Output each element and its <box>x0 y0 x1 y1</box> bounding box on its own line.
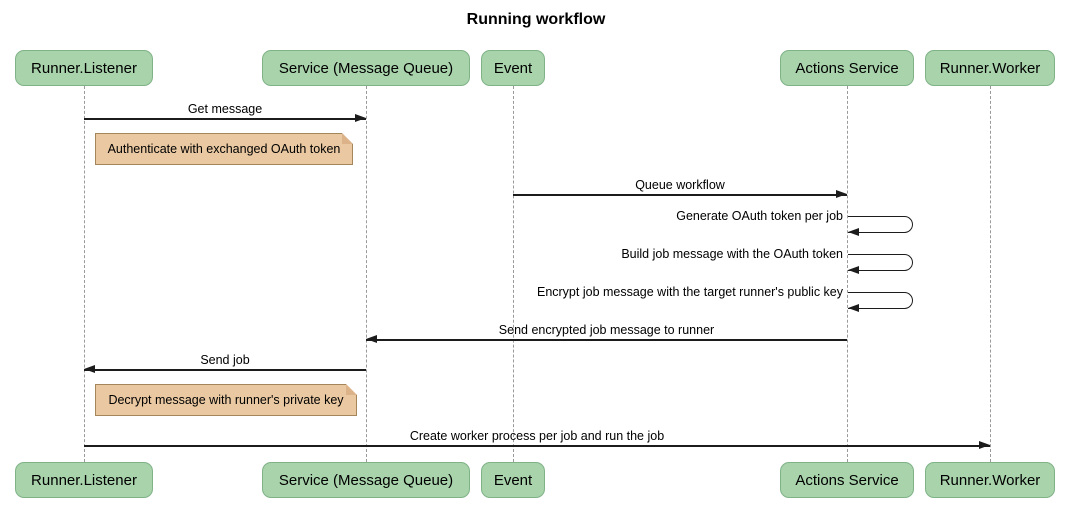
message-send-encrypted-job-message: Send encrypted job message to runner <box>366 323 847 345</box>
diagram-title: Running workflow <box>466 11 606 28</box>
message-generate-oauth-token: Generate OAuth token per job <box>676 209 913 236</box>
message-line <box>84 445 990 447</box>
participant-actions-service-top: Actions Service <box>780 50 914 86</box>
note-text: Authenticate with exchanged OAuth token <box>107 142 341 156</box>
participant-runner-listener-bottom: Runner.Listener <box>15 462 153 498</box>
message-label: Generate OAuth token per job <box>676 209 843 223</box>
message-build-job-message: Build job message with the OAuth token <box>621 247 913 274</box>
message-label: Encrypt job message with the target runn… <box>536 285 843 299</box>
message-get-message: Get message <box>84 102 366 124</box>
note-authenticate: Authenticate with exchanged OAuth token <box>95 133 353 165</box>
message-label: Build job message with the OAuth token <box>621 247 843 261</box>
arrowhead-left-icon <box>366 335 377 344</box>
arrowhead-left-icon <box>84 365 95 374</box>
arrowhead-left-icon <box>848 266 859 274</box>
message-encrypt-job-message: Encrypt job message with the target runn… <box>537 285 913 312</box>
message-send-job: Send job <box>84 353 366 375</box>
arrowhead-right-icon <box>836 190 847 199</box>
lifeline-service-message-queue <box>366 86 367 462</box>
message-line <box>84 369 366 371</box>
arrowhead-right-icon <box>979 441 990 450</box>
arrowhead-left-icon <box>848 304 859 312</box>
lifeline-runner-listener <box>84 86 85 462</box>
message-line <box>513 194 847 196</box>
message-label: Create worker process per job and run th… <box>409 429 665 443</box>
message-line <box>366 339 847 341</box>
self-loop-line <box>848 216 913 233</box>
participant-runner-worker-top: Runner.Worker <box>925 50 1055 86</box>
message-label: Send job <box>200 353 250 367</box>
participant-actions-service-bottom: Actions Service <box>780 462 914 498</box>
message-label: Send encrypted job message to runner <box>498 323 715 337</box>
message-label: Queue workflow <box>635 178 725 192</box>
self-loop-line <box>848 292 913 309</box>
lifeline-event <box>513 86 514 462</box>
message-label: Get message <box>187 102 263 116</box>
message-line <box>84 118 366 120</box>
arrowhead-right-icon <box>355 114 366 123</box>
participant-runner-listener-top: Runner.Listener <box>15 50 153 86</box>
arrowhead-left-icon <box>848 228 859 236</box>
note-decrypt: Decrypt message with runner's private ke… <box>95 384 357 416</box>
participant-event-bottom: Event <box>481 462 545 498</box>
message-queue-workflow: Queue workflow <box>513 178 847 200</box>
message-create-worker-process: Create worker process per job and run th… <box>84 429 990 451</box>
lifeline-actions-service <box>847 86 848 462</box>
note-text: Decrypt message with runner's private ke… <box>108 393 344 407</box>
lifeline-runner-worker <box>990 86 991 462</box>
self-loop-line <box>848 254 913 271</box>
participant-service-message-queue-bottom: Service (Message Queue) <box>262 462 470 498</box>
participant-service-message-queue-top: Service (Message Queue) <box>262 50 470 86</box>
participant-event-top: Event <box>481 50 545 86</box>
participant-runner-worker-bottom: Runner.Worker <box>925 462 1055 498</box>
